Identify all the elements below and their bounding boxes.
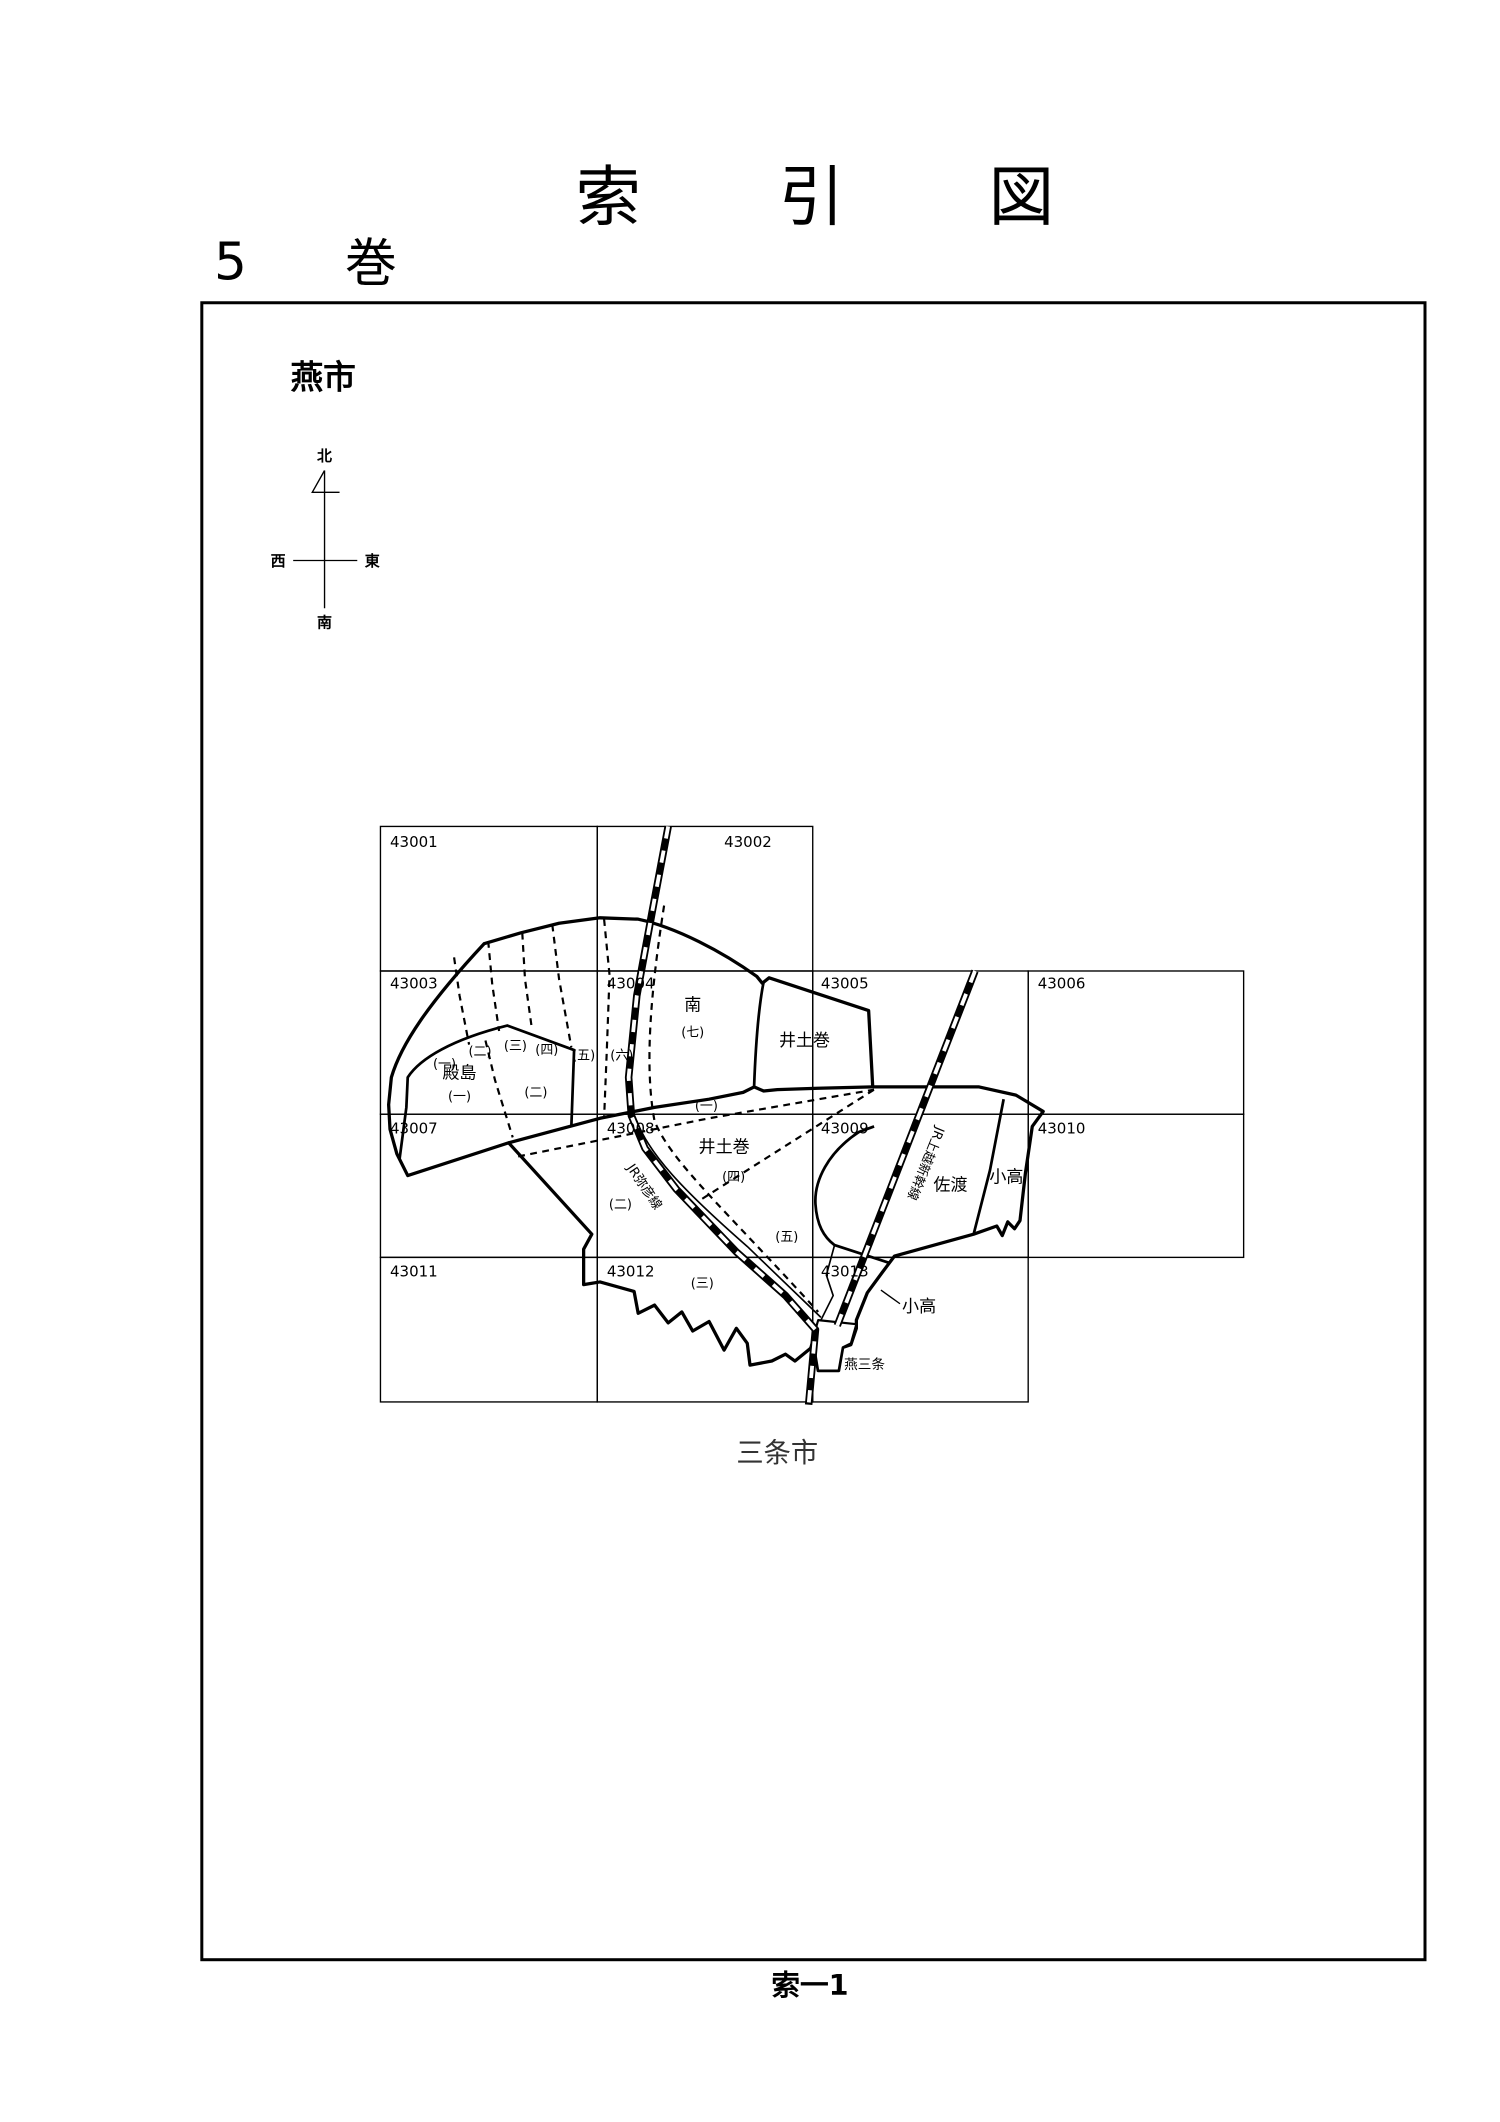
idomaki-divider [701, 1088, 875, 1200]
strip-divider [603, 919, 611, 1119]
title-char: 引 [779, 160, 844, 236]
sheet-number: 43009 [821, 1119, 869, 1137]
station-name: 燕三条 [844, 1356, 885, 1373]
strip-number: (一) [433, 1057, 456, 1072]
district-number: (五) [775, 1230, 798, 1245]
district-name-kodaka: 小高 [989, 1167, 1023, 1187]
volume-number: 5 [214, 233, 247, 293]
shinkansen-track [833, 969, 979, 1327]
compass-west-label: 西 [271, 552, 286, 570]
district-name-idomaki-south: 井土巻 [699, 1137, 750, 1157]
district-number: (一) [695, 1099, 718, 1114]
district-name-sado: 佐渡 [933, 1176, 967, 1196]
north-arrow-icon [311, 470, 340, 493]
sheet-number: 43002 [724, 833, 772, 851]
compass-north-label: 北 [317, 447, 332, 465]
idomaki-north-boundary [752, 981, 765, 1087]
strip-divider [521, 932, 533, 1029]
district-name-tonojima: 殿島 [443, 1064, 477, 1084]
compass-south-label: 南 [317, 613, 332, 631]
sheet-number: 43006 [1038, 975, 1086, 993]
compass-rose: 北 西 東 南 [271, 447, 380, 631]
sheet-number: 43013 [821, 1262, 869, 1280]
strip-number: (二) [468, 1045, 491, 1060]
strip-divider [551, 924, 573, 1048]
sheet-number: 43012 [607, 1262, 655, 1280]
sheet-labels: 43001 43002 43003 43004 43005 43006 4300… [390, 833, 1085, 1281]
sado-west-boundary [814, 1125, 890, 1265]
index-frame [200, 301, 1427, 1962]
sheet-cell [1027, 1113, 1245, 1259]
district-number: (一) [448, 1090, 471, 1105]
district-number: (三) [691, 1276, 714, 1291]
railway-side-divider [648, 905, 819, 1313]
compass-east-label: 東 [365, 552, 380, 570]
city-name: 燕市 [290, 359, 355, 397]
sheet-number: 43011 [390, 1262, 438, 1280]
district-number: (二) [609, 1197, 632, 1212]
sheet-number: 43007 [390, 1119, 438, 1137]
district-number: (二) [524, 1085, 547, 1100]
sheet-number: 43004 [607, 975, 655, 993]
kodaka-sliver-boundary [820, 1244, 836, 1321]
district-number: (七) [681, 1025, 704, 1040]
sheet-number: 43003 [390, 975, 438, 993]
district-name-kodaka-sliver: 小高 [902, 1297, 936, 1317]
volume-label: 巻 [345, 234, 397, 294]
yahiko-line-track-pattern [626, 826, 818, 1405]
title-char: 索 [575, 160, 640, 236]
volume-heading: 5 巻 [214, 233, 397, 294]
page-number: 索一1 [771, 1968, 848, 2002]
kodaka-leader-line [880, 1289, 901, 1305]
strip-number: (六) [610, 1049, 633, 1064]
sado-kodaka-divider [972, 1098, 1005, 1235]
railways [624, 825, 979, 1406]
tonojima-boundary [398, 1024, 576, 1160]
district-number: (四) [722, 1170, 745, 1185]
strip-number: (三) [504, 1039, 527, 1054]
strip-divider [487, 940, 501, 1032]
district-boundaries [387, 905, 1045, 1373]
district-name-minami: 南 [684, 996, 701, 1016]
sheet-number: 43008 [607, 1119, 655, 1137]
city-outer-boundary [387, 916, 1045, 1373]
strip-divider [453, 957, 471, 1045]
sheet-number: 43010 [1038, 1119, 1086, 1137]
district-name-idomaki-north: 井土巻 [779, 1031, 830, 1051]
middle-boundary-line [508, 1085, 873, 1145]
strip-number: (四) [535, 1043, 558, 1058]
strip-number: (五) [572, 1049, 595, 1064]
title-char: 図 [989, 160, 1054, 236]
sheet-number: 43005 [821, 975, 869, 993]
tonojima-divider [484, 1040, 514, 1138]
neighbor-city-label: 三条市 [736, 1438, 818, 1469]
page-title: 索 引 図 [575, 160, 1054, 236]
sheet-number: 43001 [390, 833, 438, 851]
